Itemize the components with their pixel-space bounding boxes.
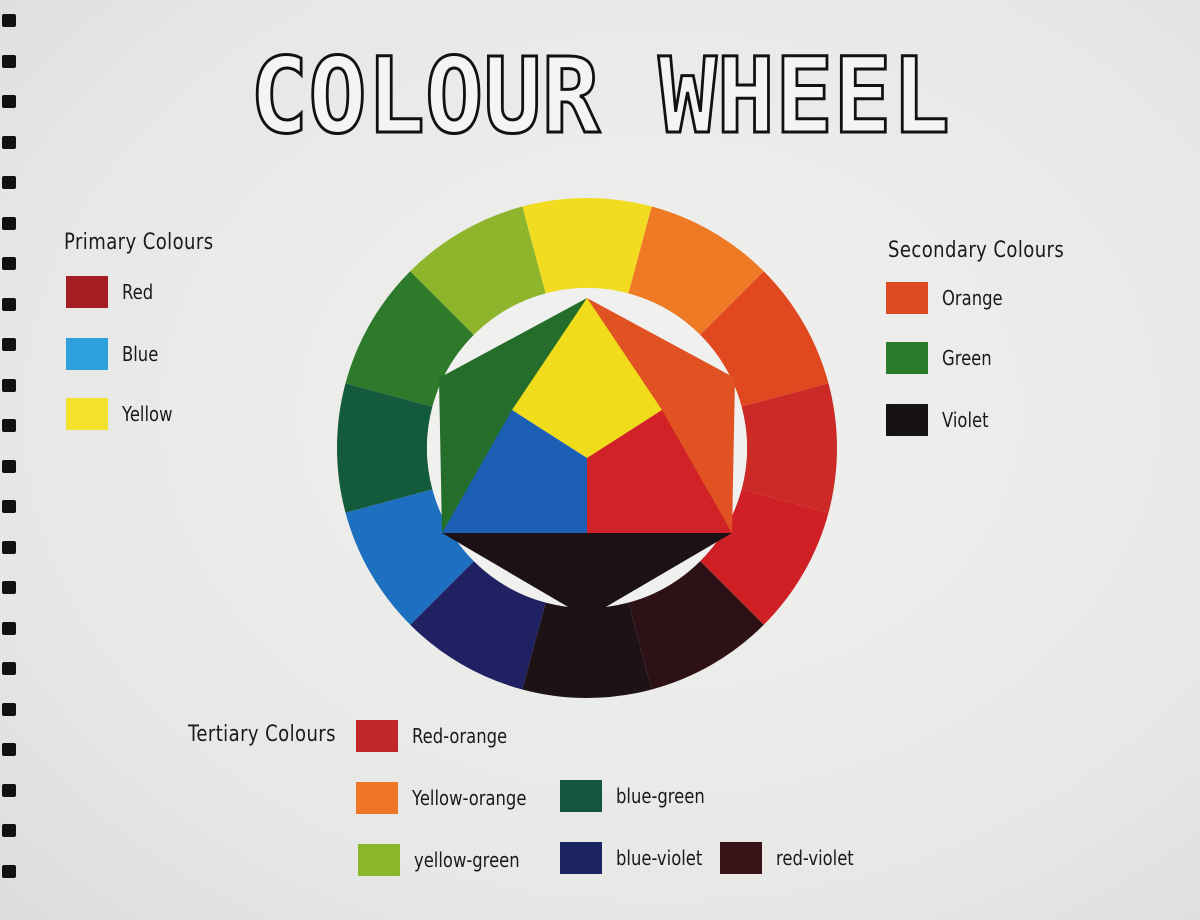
inner-red-section [587,410,732,533]
orange-swatch [886,282,928,314]
secondary-orange-row: Orange [886,282,1016,314]
spiral-ring [2,216,16,230]
tertiary-yellow-orange-row: Yellow-orange [356,782,552,814]
spiral-ring [2,500,16,513]
wheel-segment-yellow-orange [628,206,764,335]
violet-label: Violet [942,408,989,432]
tertiary-yellow-green-row: yellow-green [358,844,543,876]
tertiary-blue-green-row: blue-green [560,780,724,812]
page-title: COLOUR WHEEL [250,35,950,150]
yellow-green-label: yellow-green [414,848,520,872]
inner-yellow-section [512,298,662,458]
secondary-violet-row: Violet [886,404,999,436]
primary-blue-row: Blue [66,338,166,370]
wheel-segment-blue-green [337,383,433,513]
primary-yellow-row: Yellow [66,398,184,430]
wheel-segment-yellow [522,198,652,294]
tertiary-blue-violet-row: blue-violet [560,842,721,874]
wheel-segment-blue [345,489,474,625]
orange-label: Orange [942,286,1003,310]
blue-violet-swatch [560,842,602,874]
spiral-ring [2,176,16,189]
inner-blue-section [442,410,587,533]
yellow-orange-label: Yellow-orange [412,786,527,810]
wheel-segment-red-violet [628,561,764,690]
red-swatch [66,276,108,308]
blue-swatch [66,338,108,370]
spiral-ring [2,14,16,27]
primary-colours-heading: Primary Colours [64,230,214,255]
spiral-ring [2,743,16,756]
yellow-swatch [66,398,108,430]
wheel-segment-orange [700,271,829,407]
secondary-green-row: Green [886,342,1003,374]
spiral-ring [2,419,16,432]
red-violet-swatch [720,842,762,874]
spiral-ring [2,702,16,716]
tertiary-colours-heading: Tertiary Colours [188,722,336,747]
wheel-segment-yellow-green [410,206,546,335]
wheel-segment-red [700,489,829,625]
blue-violet-label: blue-violet [616,846,703,870]
green-swatch [886,342,928,374]
colour-wheel [337,198,837,698]
page-title-art: COLOUR WHEEL [249,34,952,151]
blue-green-swatch [560,780,602,812]
red-label: Red [122,280,154,304]
spiral-ring [2,95,16,108]
tertiary-red-violet-row: red-violet [720,842,871,874]
spiral-ring [2,824,16,837]
spiral-ring [2,621,16,635]
spiral-ring [2,662,16,675]
spiral-ring [2,783,16,797]
yellow-label: Yellow [122,402,173,426]
wheel-segment-blue-violet [410,561,546,690]
spiral-ring [2,378,16,392]
red-orange-label: Red-orange [412,724,508,748]
red-orange-swatch [356,720,398,752]
wheel-segment-violet [522,602,652,698]
spiral-ring [2,338,16,351]
red-violet-label: red-violet [776,846,854,870]
spiral-ring [2,540,16,554]
spiral-ring [2,135,16,149]
spiral-ring [2,864,16,878]
secondary-colours-heading: Secondary Colours [888,238,1065,263]
wheel-segment-red-orange [741,383,837,513]
violet-swatch [886,404,928,436]
primary-red-row: Red [66,276,160,308]
spiral-ring [2,257,16,270]
green-label: Green [942,346,992,370]
yellow-green-swatch [358,844,400,876]
spiral-ring [2,297,16,311]
blue-label: Blue [122,342,159,366]
spiral-ring [2,581,16,594]
tertiary-red-orange-row: Red-orange [356,720,528,752]
spiral-binding [0,14,22,914]
spiral-ring [2,459,16,473]
yellow-orange-swatch [356,782,398,814]
spiral-ring [2,54,16,68]
inner-violet-triangle [442,533,732,618]
blue-green-label: blue-green [616,784,705,808]
wheel-segment-green [345,271,474,407]
